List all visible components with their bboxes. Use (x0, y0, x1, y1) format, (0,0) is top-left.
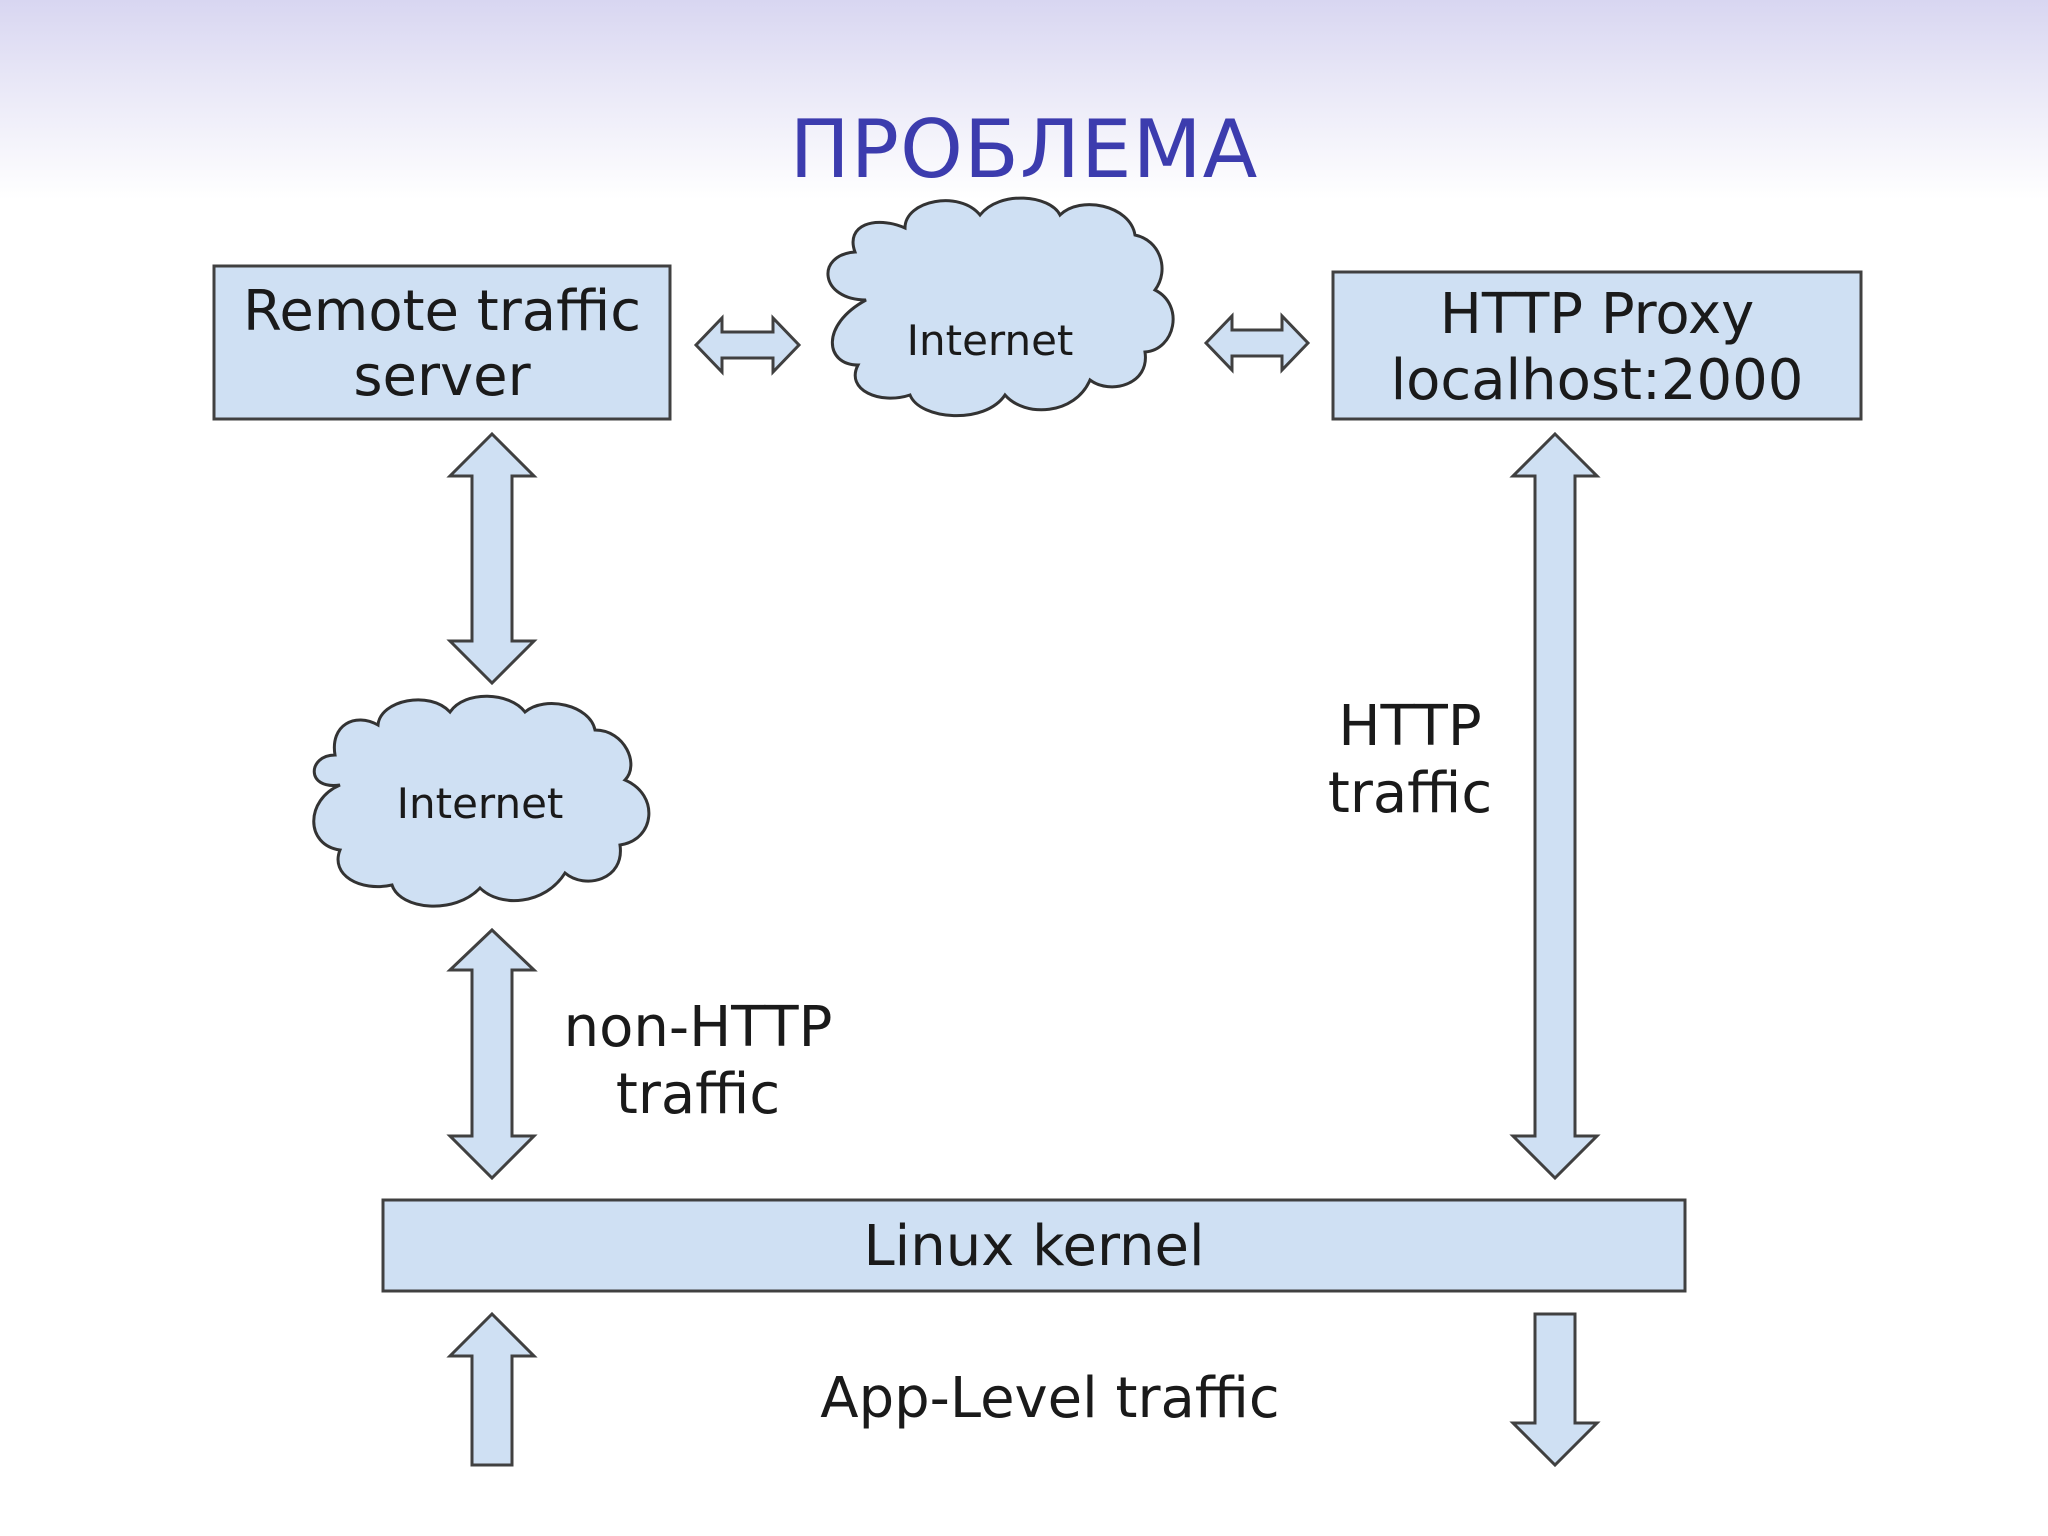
http-proxy-label-line2: localhost:2000 (1391, 348, 1804, 413)
remote-server-label-line2: server (353, 344, 531, 409)
title-background-band (0, 0, 2048, 200)
remote-server-label-line1: Remote traffic (243, 279, 641, 344)
linux-kernel-label: Linux kernel (863, 1214, 1204, 1279)
non-http-traffic-label-line2: traffic (616, 1062, 780, 1127)
internet-top-label: Internet (907, 316, 1074, 365)
http-proxy-label-line1: HTTP Proxy (1440, 282, 1755, 347)
http-traffic-label-line2: traffic (1328, 761, 1492, 826)
arrow-proxy-kernel-vertical (1509, 431, 1601, 1181)
remote-traffic-server-box: Remote traffic server (212, 264, 672, 421)
internet-left-label: Internet (397, 779, 564, 828)
linux-kernel-bar: Linux kernel (381, 1198, 1687, 1293)
http-traffic-label-line1: HTTP (1338, 694, 1481, 759)
internet-cloud-left: Internet (312, 694, 651, 908)
arrow-server-internet (693, 314, 802, 376)
slide-title: ПРОБЛЕМА (789, 103, 1259, 196)
arrow-internet-kernel-vertical (446, 927, 538, 1181)
arrow-server-internet-vertical (446, 431, 538, 686)
http-proxy-box: HTTP Proxy localhost:2000 (1331, 270, 1863, 421)
arrow-internet-proxy (1203, 312, 1311, 374)
internet-cloud-top: Internet (826, 196, 1175, 418)
arrow-app-level-down (1509, 1312, 1601, 1468)
arrow-app-level-up (446, 1311, 538, 1467)
app-level-traffic-label: App-Level traffic (820, 1366, 1279, 1431)
non-http-traffic-label-line1: non-HTTP (564, 995, 833, 1060)
